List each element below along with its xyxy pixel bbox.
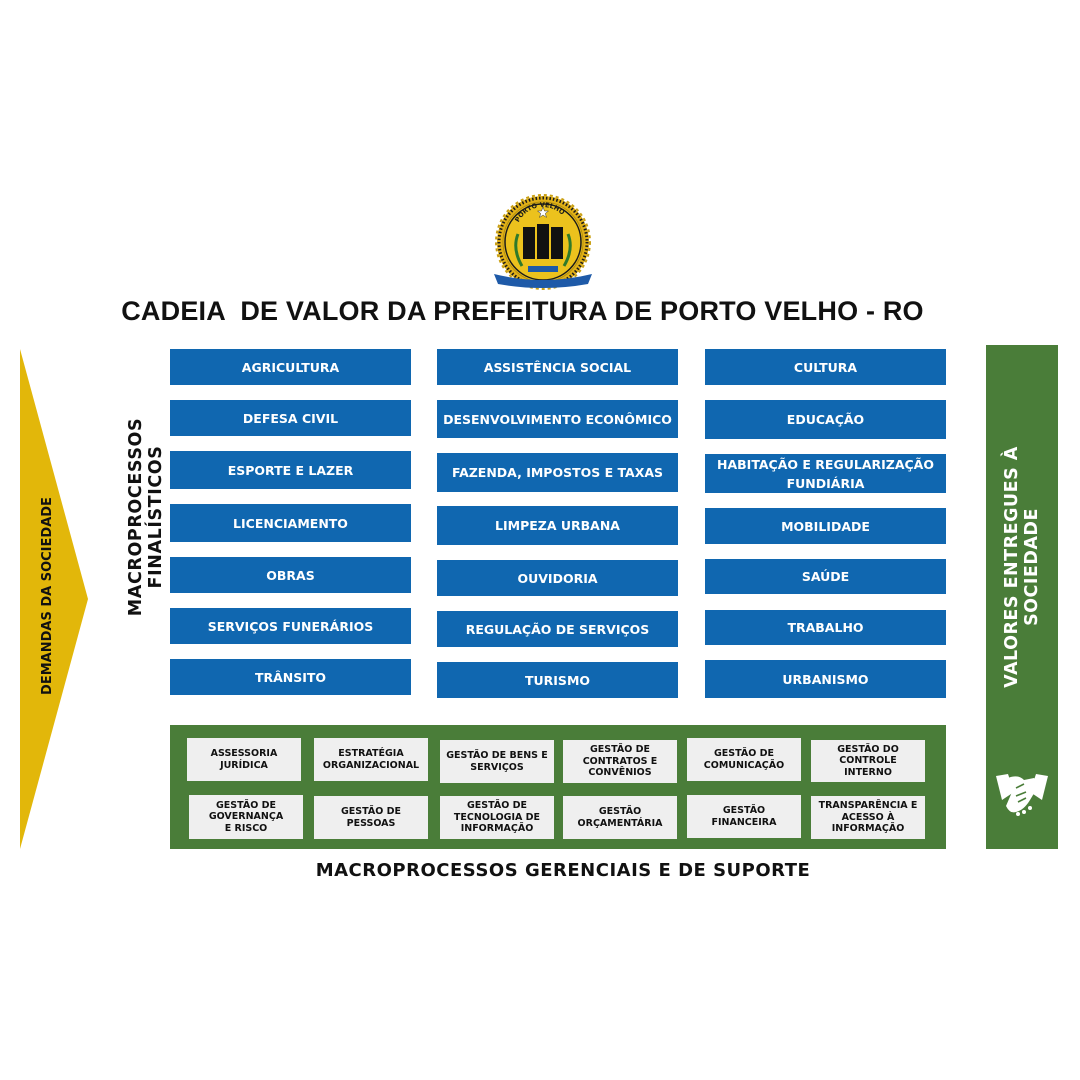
support-box: GESTÃO DE COMUNICAÇÃO [687,738,801,781]
process-box: ASSISTÊNCIA SOCIAL [437,349,678,385]
process-box: URBANISMO [705,660,946,698]
support-box: ESTRATÉGIA ORGANIZACIONAL [314,738,428,781]
support-box: GESTÃO ORÇAMENTÁRIA [563,796,677,839]
page-title: CADEIA DE VALOR DA PREFEITURA DE PORTO V… [121,296,924,326]
support-box: TRANSPARÊNCIA E ACESSO À INFORMAÇÃO [811,796,925,839]
process-box: ESPORTE E LAZER [170,451,411,489]
values-panel [986,345,1058,849]
handshake-icon [996,774,1048,816]
process-box: OBRAS [170,557,411,593]
demand-arrow [20,349,88,849]
support-box: GESTÃO DE BENS E SERVIÇOS [440,740,554,783]
process-box: HABITAÇÃO E REGULARIZAÇÃO FUNDIÁRIA [705,454,946,493]
process-box: TRÂNSITO [170,659,411,695]
process-box: OUVIDORIA [437,560,678,596]
support-box: GESTÃO DE PESSOAS [314,796,428,839]
support-box: GESTÃO DE TECNOLOGIA DE INFORMAÇÃO [440,796,554,839]
process-box: LICENCIAMENTO [170,504,411,542]
process-box: TRABALHO [705,610,946,645]
support-label: MACROPROCESSOS GERENCIAIS E DE SUPORTE [315,860,811,881]
demand-label: DEMANDAS DA SOCIEDADE [40,497,55,695]
support-box: GESTÃO DO CONTROLE INTERNO [811,740,925,782]
process-box: FAZENDA, IMPOSTOS E TAXAS [437,453,678,492]
process-box: LIMPEZA URBANA [437,506,678,545]
process-box: DEFESA CIVIL [170,400,411,436]
support-box: ASSESSORIA JURÍDICA [187,738,301,781]
process-box: SERVIÇOS FUNERÁRIOS [170,608,411,644]
process-box: TURISMO [437,662,678,698]
process-box: REGULAÇÃO DE SERVIÇOS [437,611,678,647]
process-box: MOBILIDADE [705,508,946,544]
support-box: GESTÃO DE GOVERNANÇA E RISCO [189,795,303,839]
process-box: CULTURA [705,349,946,385]
finalistic-label: MACROPROCESSOS FINALÍSTICOS [126,417,166,617]
process-box: SAÚDE [705,559,946,594]
values-label: VALORES ENTREGUES À SOCIEDADE [1002,446,1042,688]
process-box: EDUCAÇÃO [705,400,946,439]
support-box: GESTÃO DE CONTRATOS E CONVÊNIOS [563,740,677,783]
coat-of-arms-icon: PORTO VELHO [494,194,592,290]
process-box: AGRICULTURA [170,349,411,385]
process-box: DESENVOLVIMENTO ECONÔMICO [437,400,678,438]
support-box: GESTÃO FINANCEIRA [687,795,801,838]
